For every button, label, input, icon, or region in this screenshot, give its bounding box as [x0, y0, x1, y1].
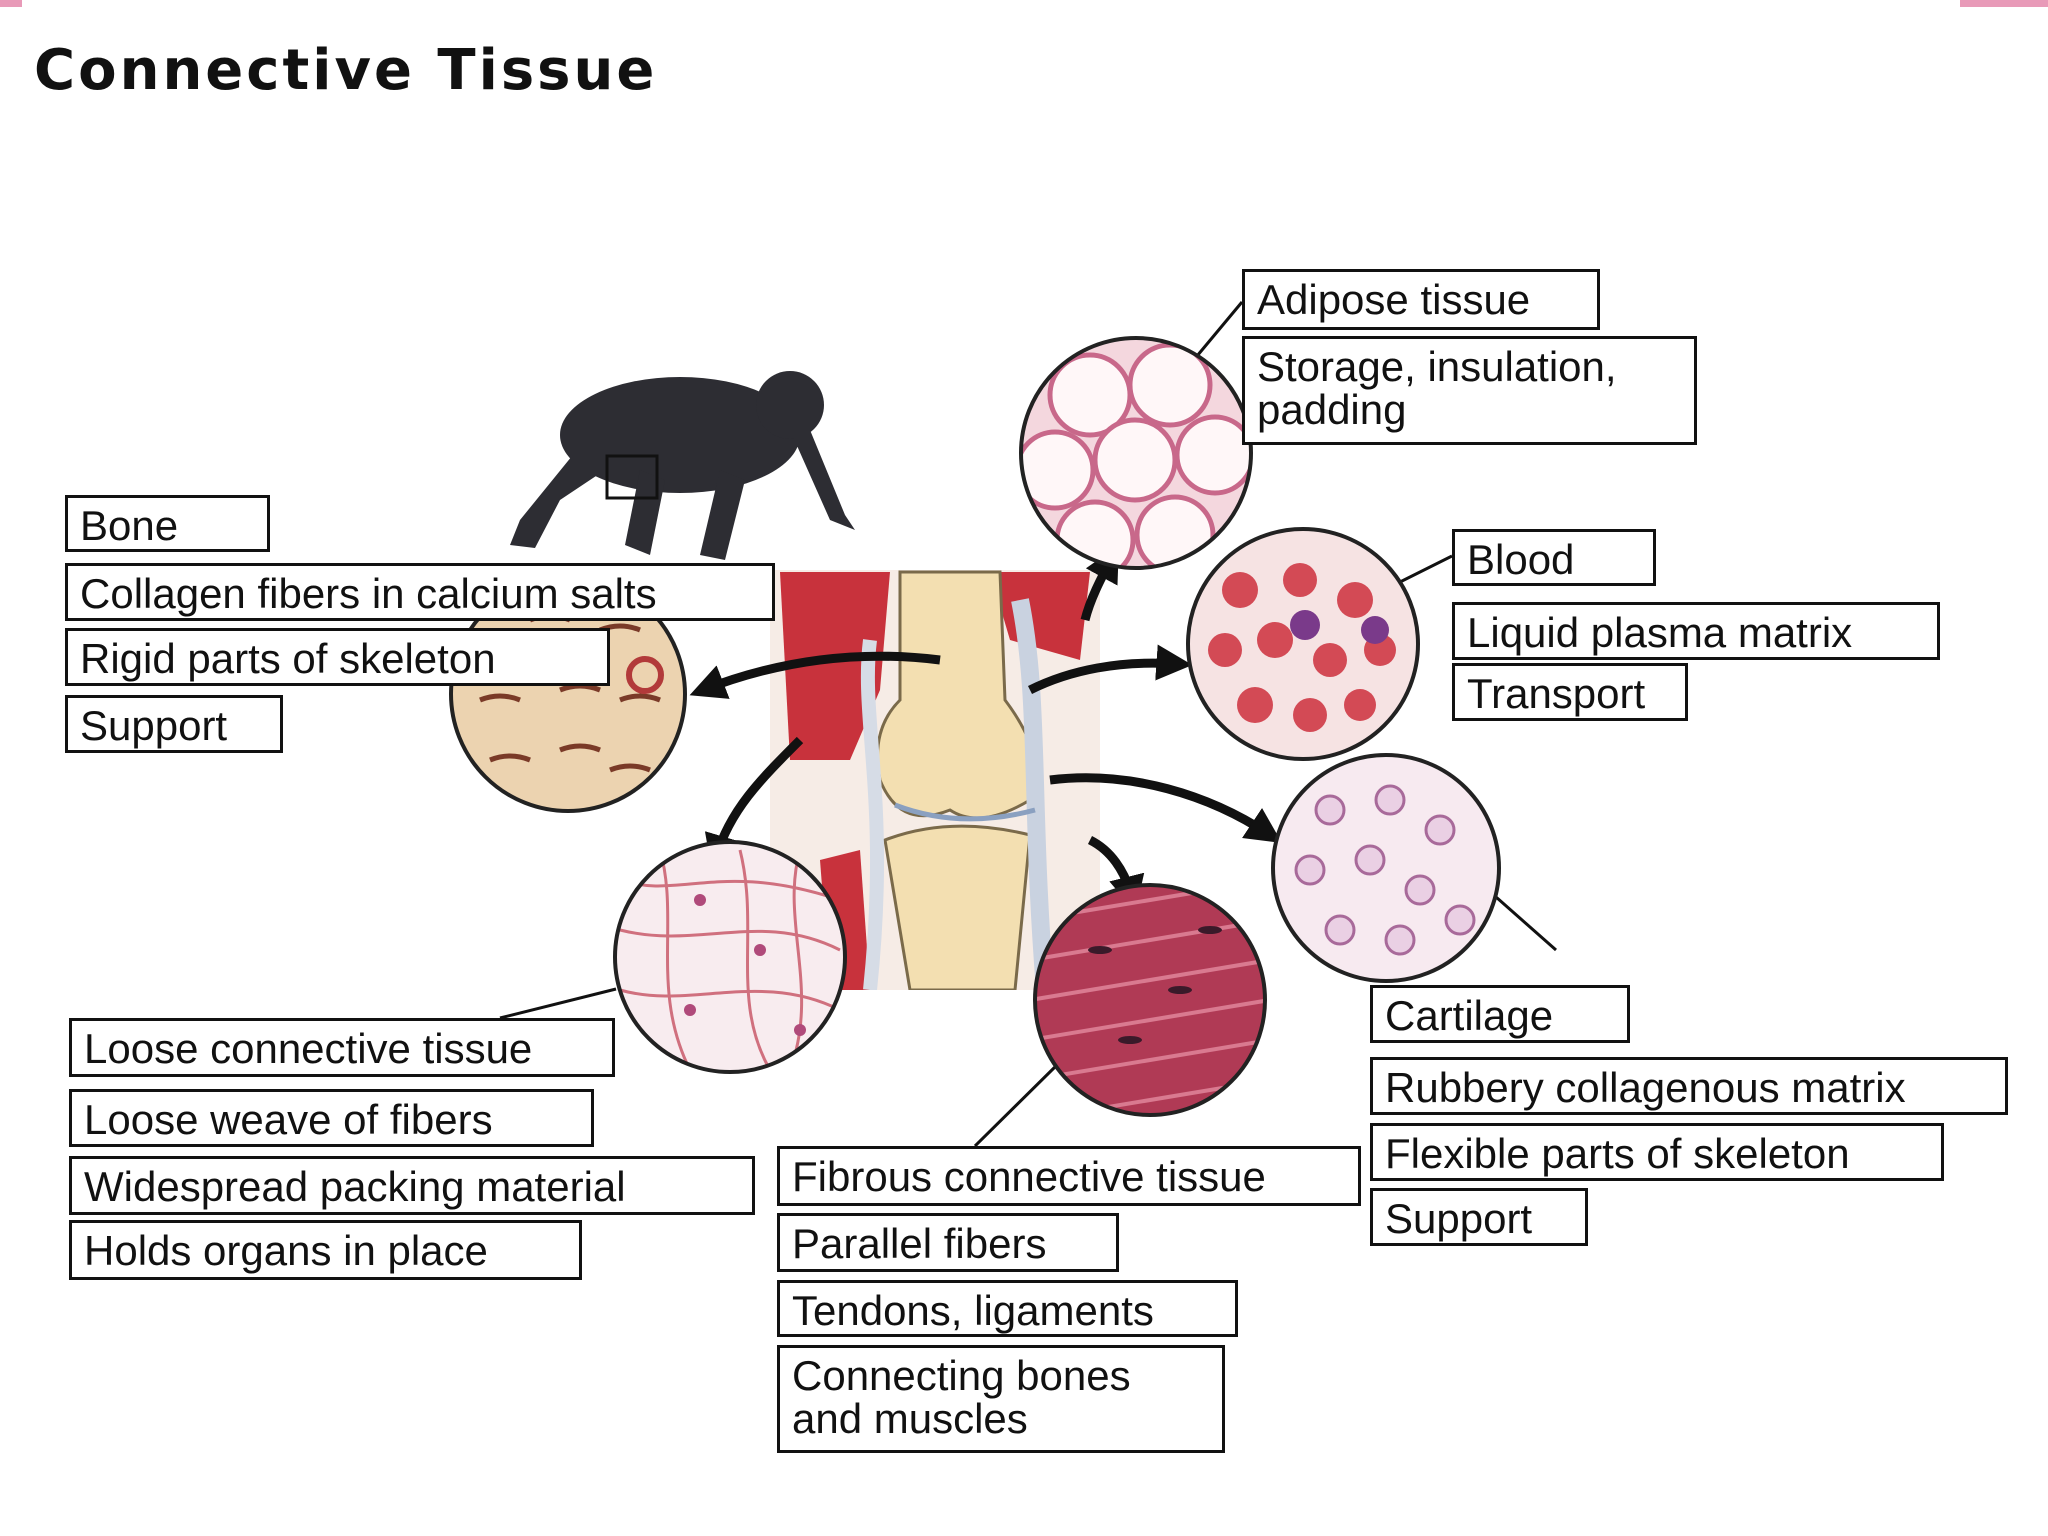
blood-matrix-label: Liquid plasma matrix: [1452, 602, 1940, 660]
cartilage-function-label: Support: [1370, 1188, 1588, 1246]
cartilage-micrograph: [1273, 755, 1499, 981]
loose-connective-function-label: Holds organs in place: [69, 1220, 582, 1280]
fibrous-connective-function-label: Connecting bones and muscles: [777, 1345, 1225, 1453]
fibrous-connective-structure-label: Parallel fibers: [777, 1213, 1119, 1272]
corner-accent-left: [0, 0, 22, 7]
corner-accent-right: [1960, 0, 2048, 7]
loose-connective-micrograph: [615, 842, 845, 1072]
loose-connective-location-label: Widespread packing material: [69, 1156, 755, 1215]
page-title: Connective Tissue: [34, 38, 658, 103]
cartilage-matrix-label: Rubbery collagenous matrix: [1370, 1057, 2008, 1115]
adipose-function-line-1: Storage, insulation,: [1257, 343, 1617, 390]
adipose-name-label: Adipose tissue: [1242, 269, 1600, 330]
fibrous-connective-function-line-1: Connecting bones: [792, 1352, 1131, 1399]
loose-connective-name-label: Loose connective tissue: [69, 1018, 615, 1077]
bone-matrix-label: Collagen fibers in calcium salts: [65, 563, 775, 621]
adipose-function-line-2: padding: [1257, 386, 1407, 433]
cartilage-name-label: Cartilage: [1370, 985, 1630, 1043]
blood-micrograph: [1188, 529, 1418, 759]
adipose-function-label: Storage, insulation, padding: [1242, 336, 1697, 445]
cartilage-location-label: Flexible parts of skeleton: [1370, 1123, 1944, 1181]
loose-connective-structure-label: Loose weave of fibers: [69, 1089, 594, 1147]
bone-location-label: Rigid parts of skeleton: [65, 628, 610, 686]
fibrous-connective-function-line-2: and muscles: [792, 1395, 1028, 1442]
bone-name-label: Bone: [65, 495, 270, 552]
chimpanzee-illustration: [510, 371, 855, 560]
fibrous-connective-name-label: Fibrous connective tissue: [777, 1146, 1361, 1206]
blood-name-label: Blood: [1452, 529, 1656, 586]
fibrous-connective-location-label: Tendons, ligaments: [777, 1280, 1238, 1337]
bone-function-label: Support: [65, 695, 283, 753]
adipose-micrograph: [1021, 338, 1251, 568]
blood-function-label: Transport: [1452, 663, 1688, 721]
